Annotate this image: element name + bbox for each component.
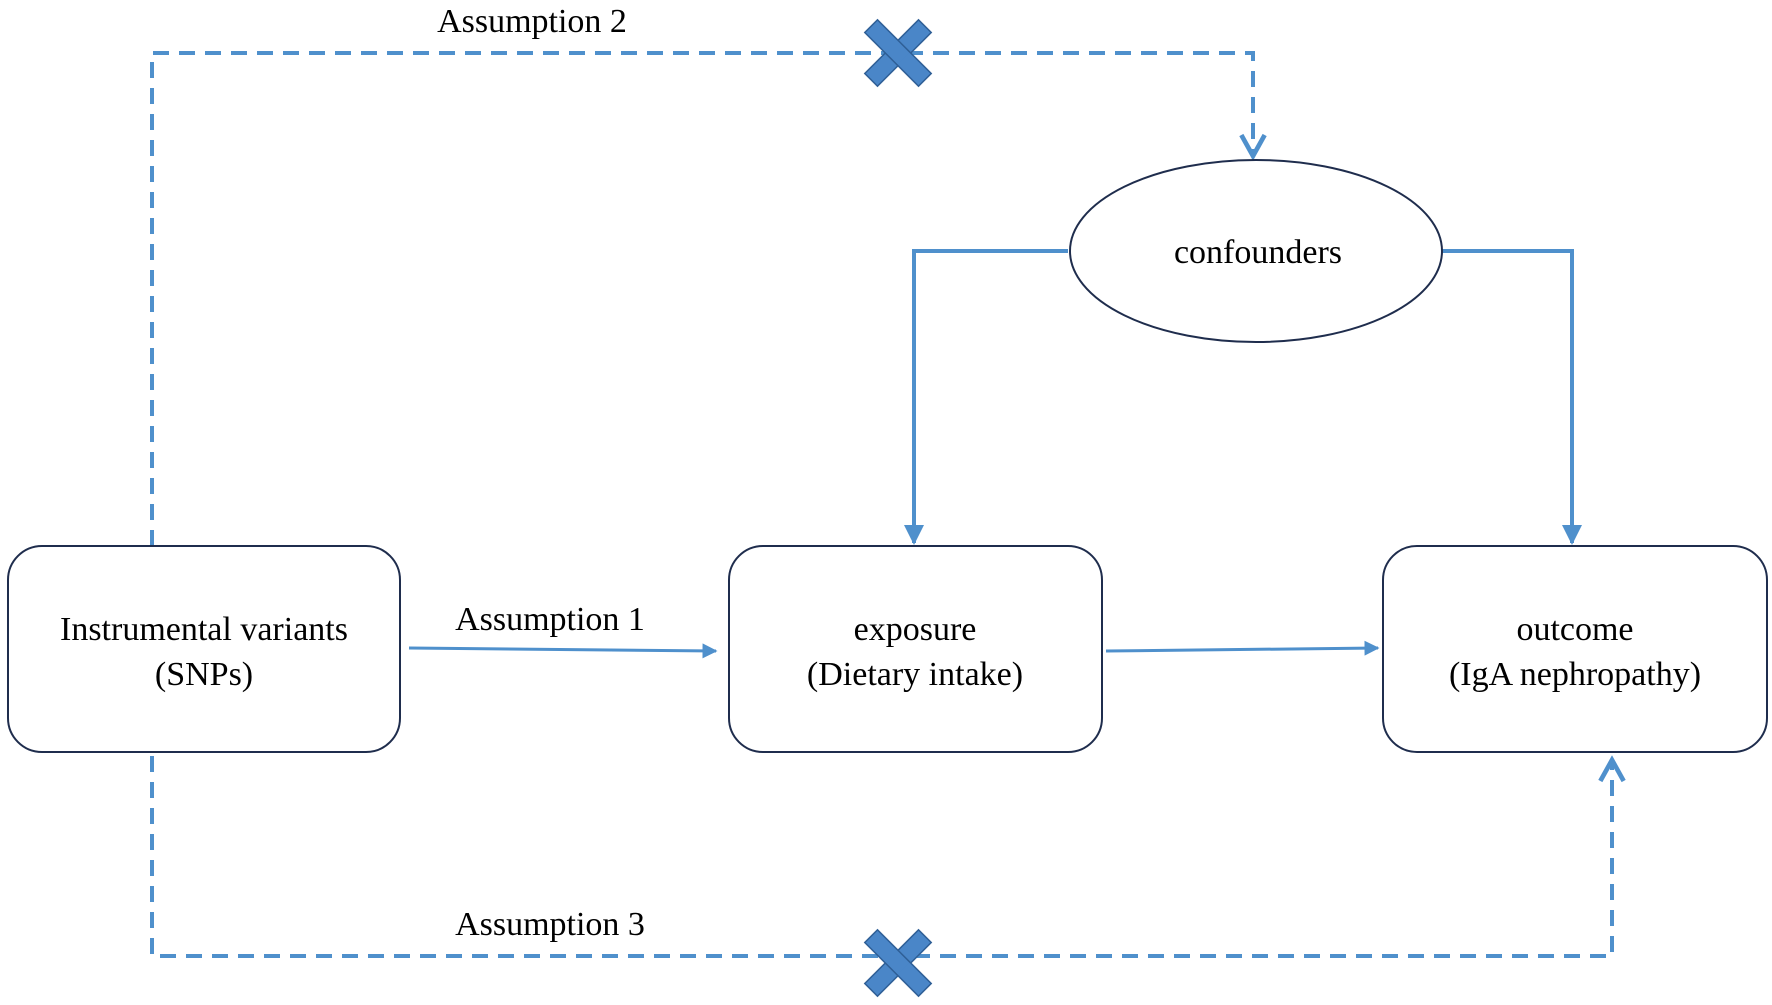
exposure-to-outcome-arrow xyxy=(1105,640,1380,656)
instrument-node: Instrumental variants (SNPs) xyxy=(7,545,401,753)
exposure-node-line2: (Dietary intake) xyxy=(807,656,1023,693)
confounders-node: confounders xyxy=(1069,159,1443,343)
outcome-node: outcome (IgA nephropathy) xyxy=(1382,545,1768,753)
exposure-node-line1: exposure xyxy=(854,611,977,648)
outcome-node-line2: (IgA nephropathy) xyxy=(1449,656,1701,693)
assumption1-label: Assumption 1 xyxy=(455,601,645,638)
assumption3-label: Assumption 3 xyxy=(455,906,645,943)
assumption2-label: Assumption 2 xyxy=(437,3,627,40)
confounders-to-exposure-arrow xyxy=(904,249,1068,545)
assumption3-path xyxy=(150,756,1612,958)
outcome-node-line1: outcome xyxy=(1516,611,1633,648)
instrument-node-line1: Instrumental variants xyxy=(60,611,348,648)
instrument-node-line2: (SNPs) xyxy=(155,656,253,693)
confounders-to-outcome-arrow xyxy=(1442,249,1582,545)
assumption3-blocked-cross-icon xyxy=(863,928,933,998)
confounders-label: confounders xyxy=(1174,234,1342,271)
assumption1-arrow xyxy=(408,643,718,659)
assumption2-blocked-cross-icon xyxy=(863,18,933,88)
assumption2-path xyxy=(150,51,1253,546)
exposure-node: exposure (Dietary intake) xyxy=(728,545,1103,753)
